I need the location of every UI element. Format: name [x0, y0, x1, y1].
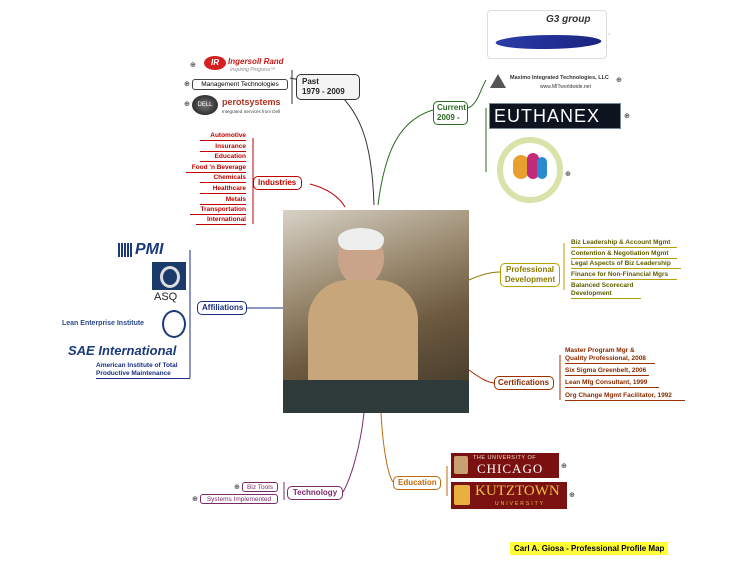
industry-item[interactable]: Food 'n Beverage [186, 164, 246, 173]
industry-item[interactable]: Automotive [200, 132, 246, 141]
plus-icon[interactable]: · [608, 31, 611, 38]
plus-icon[interactable]: ⊕ [624, 113, 630, 120]
biz-tools-leaf[interactable]: Biz Tools [242, 482, 278, 492]
plus-icon[interactable]: ⊕ [190, 62, 196, 69]
plus-icon[interactable]: ⊕ [565, 171, 571, 178]
industries-title: Industries [258, 178, 297, 187]
plus-icon[interactable]: ⊕ [569, 492, 575, 499]
ir-logo: IR Ingersoll Rand Inspiring Progress™ [200, 54, 290, 76]
person-hair [338, 228, 384, 250]
systems-implemented-leaf[interactable]: Systems Implemented [200, 494, 278, 504]
technology-title: Technology [292, 488, 338, 497]
maximo-logo: Maximo Integrated Technologies, LLC www.… [488, 72, 616, 94]
lei-logo: Lean Enterprise Institute [62, 308, 186, 338]
table-surface [283, 380, 469, 413]
industry-item[interactable]: Education [200, 153, 246, 162]
certification-item[interactable]: Master Program Mgr & Quality Professiona… [565, 347, 655, 364]
euthanex-logo: EUTHANEX [489, 103, 621, 129]
map-title: Carl A. Giosa - Professional Profile Map [510, 542, 669, 555]
technology-node[interactable]: Technology [287, 486, 343, 500]
industries-node[interactable]: Industries [253, 176, 302, 190]
past-node[interactable]: Past 1979 - 2009 [296, 74, 360, 100]
certification-item[interactable]: Six Sigma Greenbelt, 2006 [565, 367, 649, 376]
professional-item[interactable]: Legal Aspects of Biz Leadership [571, 260, 681, 269]
affiliations-node[interactable]: Affiliations [197, 301, 247, 315]
plus-icon[interactable]: ⊕ [184, 81, 190, 88]
education-title: Education [398, 478, 437, 487]
current-title: Current [437, 103, 466, 112]
industry-item[interactable]: Healthcare [200, 185, 246, 194]
past-title: Past [302, 77, 319, 86]
g3-logo: G3 group [487, 10, 607, 59]
professional-title: Professional Development [504, 265, 556, 284]
sdgj-logo [497, 137, 563, 203]
industry-item[interactable]: Insurance [200, 143, 246, 152]
education-node[interactable]: Education [393, 476, 441, 490]
professional-item[interactable]: Contention & Negotiation Mgmt [571, 250, 677, 259]
central-photo [283, 210, 469, 413]
plus-icon[interactable]: ⊕ [184, 101, 190, 108]
certification-item[interactable]: Org Change Mgmt Facilitator, 1992 [565, 392, 685, 401]
past-years: 1979 - 2009 [302, 87, 345, 96]
plus-icon[interactable]: ⊕ [616, 77, 622, 84]
professional-item[interactable]: Biz Leadership & Account Mgmt [571, 239, 677, 248]
industry-item[interactable]: Transportation [190, 206, 246, 215]
certification-item[interactable]: Lean Mfg Consultant, 1999 [565, 379, 659, 388]
industry-item[interactable]: Metals [200, 196, 246, 205]
certifications-title: Certifications [498, 378, 550, 387]
asq-logo: ASQ [152, 262, 186, 306]
plus-icon[interactable]: ⊕ [561, 463, 567, 470]
chicago-logo: THE UNIVERSITY OF CHICAGO [451, 453, 559, 478]
pmi-logo: PMI [118, 241, 184, 259]
sae-logo: SAE International [68, 343, 177, 358]
plus-icon[interactable]: ⊕ [192, 496, 198, 503]
person-body [308, 280, 418, 390]
aitpm-item: American Institute of Total Productive M… [96, 362, 190, 379]
kutztown-logo: KUTZTOWN UNIVERSITY [451, 482, 567, 509]
industry-item[interactable]: International [196, 216, 246, 225]
current-years: 2009 - [437, 113, 460, 122]
plus-icon[interactable]: ⊕ [234, 484, 240, 491]
professional-node[interactable]: Professional Development [500, 263, 560, 287]
affiliations-title: Affiliations [202, 303, 244, 312]
management-technologies-leaf[interactable]: Management Technologies [192, 79, 288, 90]
perot-logo: DELL perotsystems Integrated Services fr… [190, 93, 288, 119]
professional-item[interactable]: Balanced Scorecard Development [571, 282, 641, 299]
current-node[interactable]: Current 2009 - [433, 101, 468, 125]
industry-item[interactable]: Chemicals [200, 174, 246, 183]
professional-item[interactable]: Finance for Non-Financial Mgrs [571, 271, 677, 280]
certifications-node[interactable]: Certifications [494, 376, 554, 390]
